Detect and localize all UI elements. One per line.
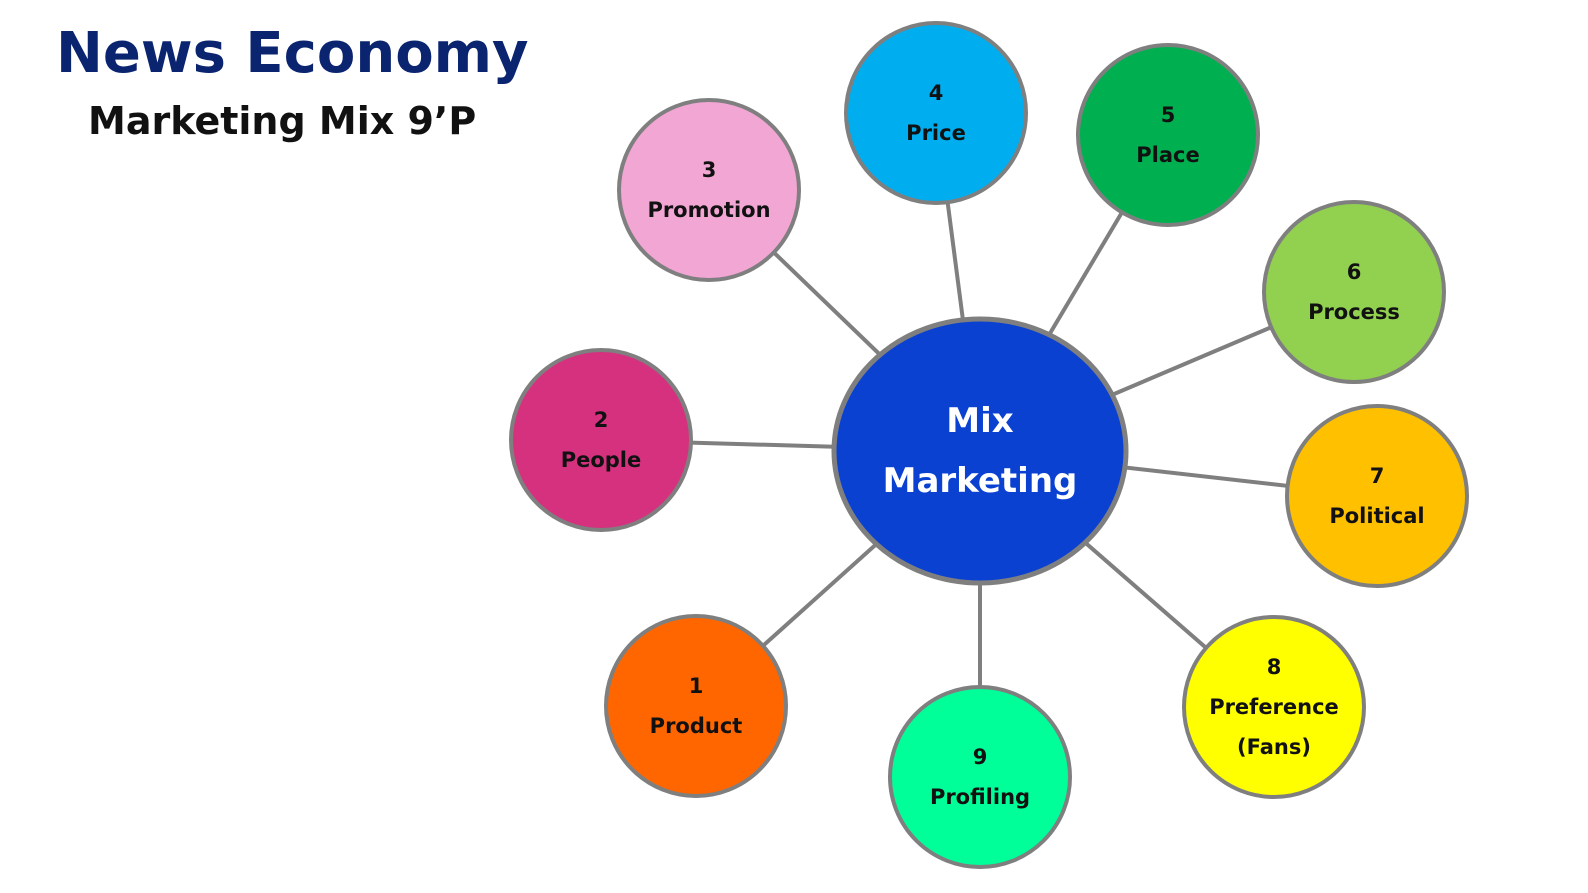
node-circle — [888, 685, 1072, 869]
node-label: Profiling — [930, 785, 1030, 809]
node-label: Process — [1308, 300, 1400, 324]
node-label: (Fans) — [1237, 735, 1311, 759]
node-number: 9 — [973, 745, 988, 769]
node-circle — [1285, 404, 1469, 588]
node-label: Preference — [1209, 695, 1339, 719]
node-circle — [1182, 615, 1366, 799]
node-circle — [1076, 43, 1260, 227]
node-circle — [617, 98, 801, 282]
node-label: Place — [1136, 143, 1199, 167]
hub-label-line1: Mix — [946, 401, 1013, 441]
page-title: News Economy — [56, 21, 529, 86]
node-number: 1 — [689, 674, 704, 698]
node-label: People — [561, 448, 642, 472]
node-number: 4 — [929, 81, 944, 105]
nodes: 1Product2People3Promotion4Price5Place6Pr… — [509, 21, 1469, 869]
page-subtitle: Marketing Mix 9’P — [88, 99, 477, 143]
node-number: 7 — [1370, 464, 1385, 488]
hub-label-line2: Marketing — [883, 461, 1078, 501]
node-label: Price — [906, 121, 966, 145]
node-number: 8 — [1267, 655, 1282, 679]
node-label: Political — [1329, 504, 1424, 528]
node-number: 6 — [1347, 260, 1362, 284]
node-circle — [509, 348, 693, 532]
node-circle — [604, 614, 788, 798]
node-number: 5 — [1161, 103, 1176, 127]
hub-circle — [831, 316, 1129, 586]
node-label: Promotion — [647, 198, 770, 222]
node-circle — [844, 21, 1028, 205]
node-number: 3 — [702, 158, 717, 182]
node-number: 2 — [594, 408, 609, 432]
node-circle — [1262, 200, 1446, 384]
node-label: Product — [650, 714, 743, 738]
